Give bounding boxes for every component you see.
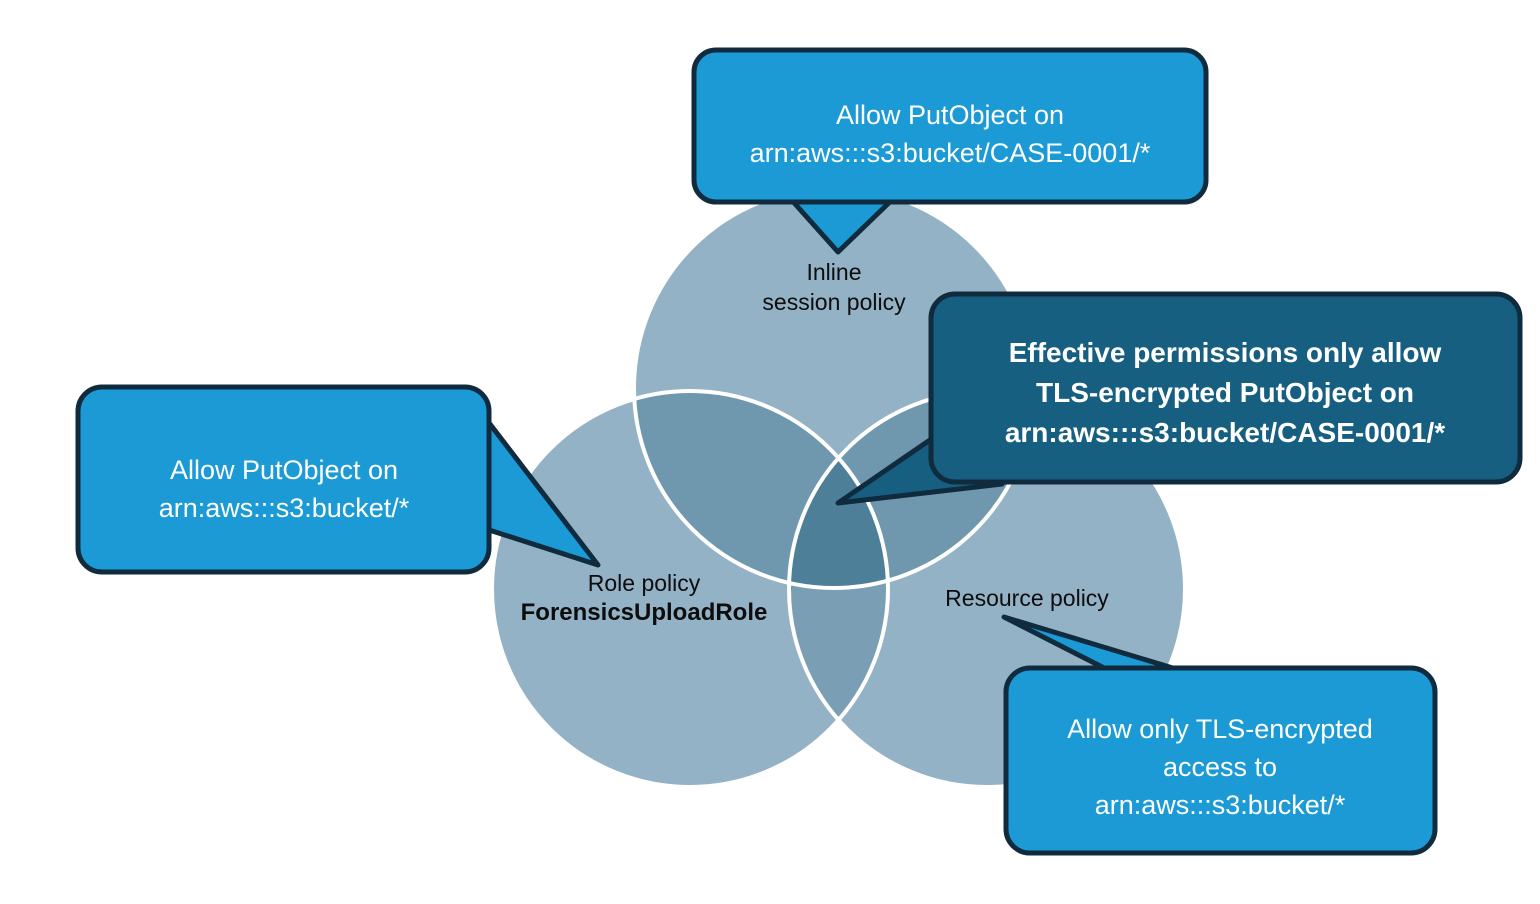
label-resource-policy: Resource policy bbox=[945, 585, 1109, 611]
effective-permissions-callout[interactable]: Effective permissions only allow TLS-enc… bbox=[835, 291, 1523, 506]
inline-session-policy-callout-line1: Allow PutObject on bbox=[836, 100, 1064, 130]
overlap-top-left bbox=[634, 391, 888, 588]
label-role-policy-line1: Role policy bbox=[588, 570, 701, 596]
role-policy-callout-box[interactable] bbox=[75, 384, 492, 575]
resource-policy-callout-line2: access to bbox=[1163, 752, 1277, 782]
role-policy-callout-line1: Allow PutObject on bbox=[170, 455, 398, 485]
effective-permissions-callout-line2: TLS-encrypted PutObject on bbox=[1036, 377, 1414, 408]
venn-labels: Inline session policy Role policy Forens… bbox=[521, 259, 1110, 626]
inline-session-policy-callout-line2: arn:aws:::s3:bucket/CASE-0001/* bbox=[750, 138, 1151, 168]
label-inline-session-policy-line2: session policy bbox=[762, 289, 906, 315]
role-policy-callout[interactable]: Allow PutObject on arn:aws:::s3:bucket/* bbox=[75, 384, 601, 575]
outline-role-policy bbox=[490, 389, 890, 789]
resource-policy-callout[interactable]: Allow only TLS-encrypted access to arn:a… bbox=[1001, 614, 1438, 856]
label-inline-session-policy-line1: Inline bbox=[807, 259, 862, 285]
label-role-policy-name: ForensicsUploadRole bbox=[521, 599, 768, 626]
effective-permissions-callout-box[interactable] bbox=[928, 291, 1523, 485]
resource-policy-callout-line1: Allow only TLS-encrypted bbox=[1067, 714, 1373, 744]
role-policy-callout-line2: arn:aws:::s3:bucket/* bbox=[159, 493, 410, 523]
resource-policy-callout-line3: arn:aws:::s3:bucket/* bbox=[1095, 790, 1346, 820]
resource-policy-callout-box[interactable] bbox=[1003, 665, 1438, 856]
effective-permissions-callout-line3: arn:aws:::s3:bucket/CASE-0001/* bbox=[1005, 417, 1445, 448]
inline-session-policy-callout[interactable]: Allow PutObject on arn:aws:::s3:bucket/C… bbox=[691, 47, 1209, 255]
inline-session-policy-callout-box[interactable] bbox=[691, 47, 1209, 205]
effective-permissions-callout-line1: Effective permissions only allow bbox=[1009, 337, 1442, 368]
